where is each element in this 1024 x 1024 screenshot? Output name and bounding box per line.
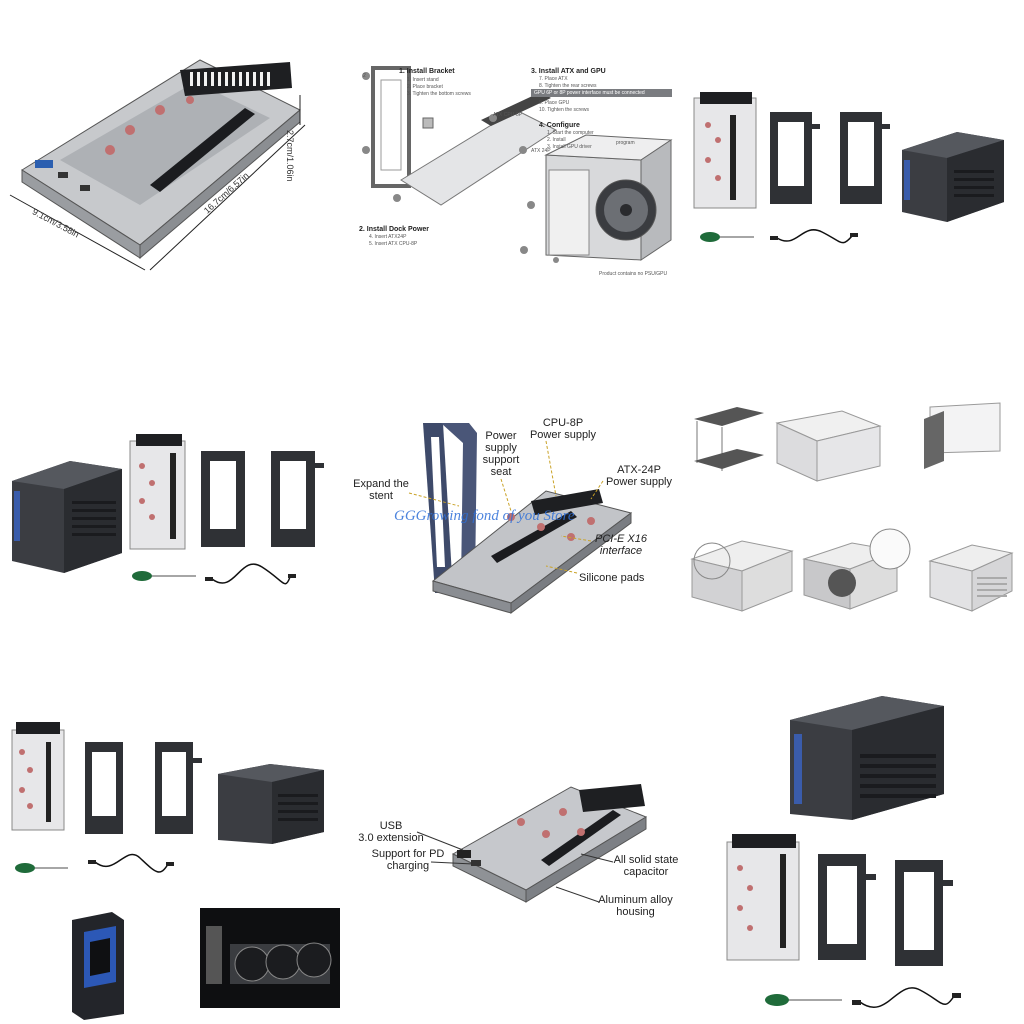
- step4-program: program: [616, 140, 635, 146]
- step3-item-1: 7. Place ATX: [539, 76, 568, 82]
- footnote-no-psu: Product contains no PSU/GPU: [599, 271, 668, 277]
- step3-title: 3. Install ATX and GPU: [531, 68, 606, 75]
- step2-title: 2. Install Dock Power: [359, 226, 430, 233]
- kit-contents-large-illustration: [726, 696, 961, 1009]
- label-aluminum-housing: Aluminum alloy housing: [598, 894, 673, 918]
- tile-kit-contents: [682, 0, 1023, 341]
- dock-board-illustration: [9, 59, 306, 271]
- step3-item-3: 9. Place GPU: [539, 100, 570, 106]
- step-number-2: 2: [363, 73, 366, 79]
- step2-item-2: 5. Insert ATX CPU-8P: [369, 241, 418, 247]
- labeled-dock-illustration: [408, 423, 633, 614]
- tile-dock-dimensions: 9.1cm/3.58in 16.7cm/6.57in 2.7cm/1.06in: [0, 0, 341, 341]
- step1-item-3: 3. Tighten the bottom screws: [407, 91, 471, 97]
- tile-kit-with-pc: [0, 682, 341, 1023]
- step4-item-2: 2. Install: [547, 137, 566, 143]
- label-pd-charging: Support for PD charging: [371, 848, 445, 872]
- step4-title: 4. Configure: [539, 122, 580, 129]
- step1-title: 1. Install Bracket: [399, 68, 455, 75]
- step1-item-1: 1. Insert stand: [407, 77, 439, 83]
- step1-item-2: 2. Place bracket: [407, 84, 443, 90]
- step3-note: GPU 6P or 8P power interface must be con…: [534, 90, 645, 96]
- step4-item-3: 3. Install GPU driver: [547, 144, 592, 150]
- label-atx-24p: ATX-24P Power supply: [605, 464, 673, 488]
- step3-item-4: 10. Tighten the screws: [539, 107, 590, 113]
- assembly-steps-illustration: [690, 402, 1014, 612]
- label-expand-stent: Expand the stent: [353, 478, 409, 502]
- store-watermark: GGGrowing fond of you Store: [394, 508, 575, 524]
- step4-item-1: 1. Start the computer: [547, 130, 594, 136]
- label-atx-cpu: ATX CPU-8P: [493, 112, 523, 118]
- tile-installation-guide: 2 1. Install Bracket 1. Insert stand 2. …: [341, 0, 682, 341]
- tile-labeled-components: Expand the stent Power supply support se…: [341, 341, 682, 682]
- tile-kit-contents-large: [682, 682, 1023, 1023]
- label-atx-24p: ATX 24P: [531, 148, 551, 154]
- kit-contents-illustration: [693, 92, 1004, 244]
- dimension-height: 2.7cm/1.06in: [285, 130, 295, 182]
- label-power-supply-seat: Power supply support seat: [482, 430, 520, 478]
- kit-with-pc-illustration: [11, 722, 340, 1020]
- label-pcie-x16: PCI-E X16 interface: [595, 533, 647, 557]
- kit-contents-alt-illustration: [12, 434, 324, 585]
- installation-diagram: [362, 66, 673, 263]
- tile-dock-features: USB 3.0 extension Support for PD chargin…: [341, 682, 682, 1023]
- tile-assembly-steps: [682, 341, 1023, 682]
- label-silicone-pads: Silicone pads: [579, 572, 645, 584]
- dock-features-illustration: [416, 784, 648, 903]
- label-cpu-8p: CPU-8P Power supply: [529, 417, 597, 441]
- step2-item-1: 4. Insert ATX24P: [369, 234, 407, 240]
- label-solid-capacitor: All solid state capacitor: [613, 854, 679, 878]
- tile-kit-contents-alt: [0, 341, 341, 682]
- label-usb-extension: USB 3.0 extension: [358, 820, 424, 844]
- step3-item-2: 8. Tighten the rear screws: [539, 83, 597, 89]
